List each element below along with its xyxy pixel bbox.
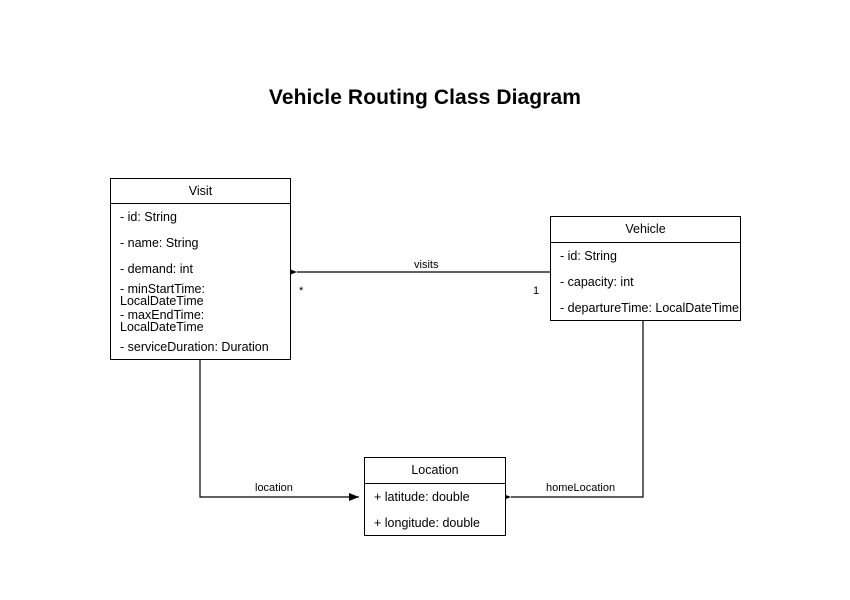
uml-attribute: - demand: int [120, 261, 193, 276]
multiplicity-visit: * [299, 285, 304, 297]
page-title: Vehicle Routing Class Diagram [268, 86, 582, 109]
uml-class-name-visit: Visit [111, 179, 290, 204]
uml-class-vehicle[interactable]: Vehicle - id: String - capacity: int - d… [550, 216, 741, 321]
uml-attributes-location: + latitude: double + longitude: double [365, 484, 505, 536]
uml-attribute: - id: String [560, 248, 617, 263]
edge-home-location [501, 321, 644, 501]
uml-attribute: - capacity: int [560, 274, 634, 289]
uml-class-name-location: Location [365, 458, 505, 484]
uml-attribute: - id: String [120, 209, 177, 224]
uml-attribute: + latitude: double [374, 489, 470, 504]
uml-attributes-vehicle: - id: String - capacity: int - departure… [551, 243, 740, 321]
uml-class-location[interactable]: Location + latitude: double + longitude:… [364, 457, 506, 536]
uml-attributes-visit: - id: String - name: String - demand: in… [111, 204, 290, 360]
uml-attribute: - minStartTime: LocalDateTime [120, 281, 205, 308]
uml-attribute: - maxEndTime: LocalDateTime [120, 307, 205, 334]
uml-attribute: + longitude: double [374, 515, 480, 530]
uml-attribute: - name: String [120, 235, 199, 250]
uml-class-name-vehicle: Vehicle [551, 217, 740, 243]
edge-label-home-location: homeLocation [546, 482, 616, 494]
edge-location [199, 360, 359, 501]
edge-label-location: location [255, 482, 293, 494]
multiplicity-vehicle: 1 [533, 285, 540, 297]
uml-class-visit[interactable]: Visit - id: String - name: String - dema… [110, 178, 291, 360]
uml-attribute: - serviceDuration: Duration [120, 339, 269, 354]
edge-label-visits: visits [414, 259, 439, 271]
uml-attribute: - departureTime: LocalDateTime [560, 300, 740, 315]
